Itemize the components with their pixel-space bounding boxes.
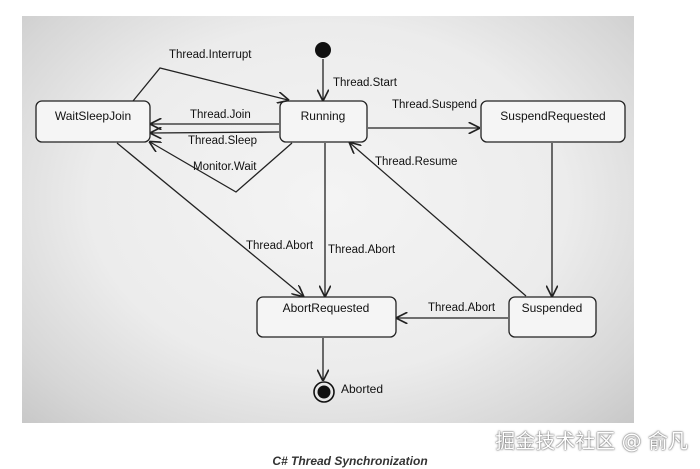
- svg-text:Running: Running: [301, 109, 346, 123]
- figure-caption: C# Thread Synchronization: [272, 454, 428, 468]
- initial-state: [315, 42, 331, 58]
- state-suspended: Suspended: [508, 296, 597, 338]
- svg-text:SuspendRequested: SuspendRequested: [500, 109, 605, 123]
- edge-label-thread-join: Thread.Join: [190, 109, 251, 121]
- state-aborted-label: Aborted: [341, 382, 383, 396]
- state-wait-sleep-join: WaitSleepJoin: [35, 100, 151, 143]
- edge-label-thread-abort-from-running: Thread.Abort: [328, 244, 396, 256]
- edge-thread-resume: [350, 143, 527, 297]
- edge-label-thread-resume: Thread.Resume: [375, 156, 457, 168]
- edge-label-thread-suspend: Thread.Suspend: [392, 99, 477, 111]
- edge-label-thread-start: Thread.Start: [333, 77, 398, 89]
- edge-label-monitor-wait: Monitor.Wait: [193, 161, 257, 173]
- edge-label-thread-abort-from-suspended: Thread.Abort: [428, 302, 496, 314]
- state-running: Running: [279, 100, 368, 143]
- watermark: 掘金技术社区 @ 俞凡: [495, 429, 688, 453]
- state-suspend-requested: SuspendRequested: [480, 100, 626, 143]
- edge-label-thread-sleep: Thread.Sleep: [188, 135, 257, 147]
- svg-text:WaitSleepJoin: WaitSleepJoin: [55, 109, 131, 123]
- svg-text:Suspended: Suspended: [522, 301, 583, 315]
- edge-monitor-wait: [150, 142, 293, 193]
- edge-label-thread-interrupt: Thread.Interrupt: [169, 49, 252, 61]
- edge-thread-sleep: [151, 132, 280, 133]
- diagram-frame: [22, 16, 634, 423]
- state-abort-requested: AbortRequested: [256, 296, 397, 338]
- edge-label-thread-abort-from-wait: Thread.Abort: [246, 240, 314, 252]
- edge-thread-abort-from-wait: [116, 142, 303, 296]
- final-state: [313, 381, 335, 403]
- edge-thread-interrupt: [132, 67, 288, 101]
- svg-text:AbortRequested: AbortRequested: [283, 301, 370, 315]
